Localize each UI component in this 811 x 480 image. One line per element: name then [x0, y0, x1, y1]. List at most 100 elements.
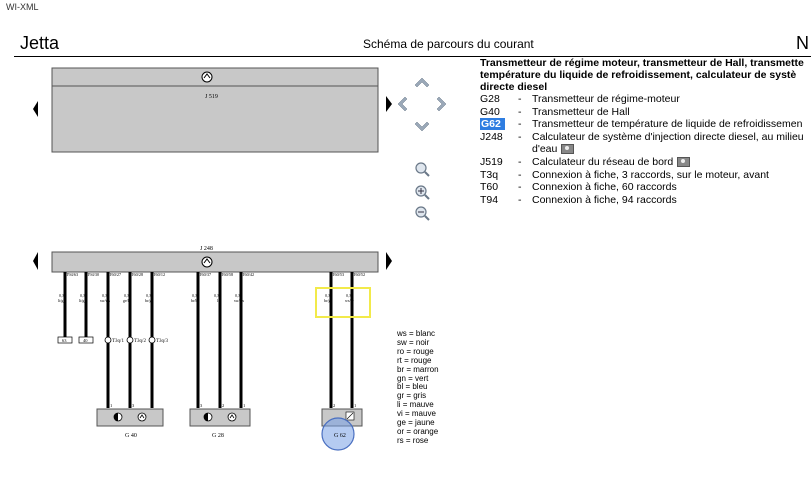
- connector-label: T60/28: [131, 272, 143, 277]
- legend-heading-3: directe diesel: [480, 81, 548, 93]
- legend-item[interactable]: G40-Transmetteur de Hall: [480, 106, 811, 119]
- svg-text:0,35: 0,35: [346, 293, 353, 299]
- page-right-arrow-icon[interactable]: [386, 96, 392, 112]
- legend-heading-2: température du liquide de refroidissemen…: [480, 69, 797, 81]
- legend-code: T94: [480, 193, 499, 206]
- legend-desc: Calculateur de système d'injection direc…: [532, 130, 804, 143]
- legend-desc: Transmetteur de régime-moteur: [532, 93, 680, 105]
- legend-desc: Transmetteur de température de liquide d…: [532, 118, 803, 130]
- highlight-box: [315, 287, 371, 318]
- legend-code-highlighted: G62: [480, 118, 505, 130]
- j519-module[interactable]: J 519: [51, 67, 379, 153]
- zoom-fit-icon[interactable]: [415, 162, 430, 177]
- color-key-item: sw = noir: [397, 337, 430, 347]
- legend-item-selected[interactable]: G62-Transmetteur de température de liqui…: [480, 118, 811, 131]
- color-key-item: ro = rouge: [397, 346, 434, 356]
- legend-desc: Transmetteur de Hall: [532, 105, 630, 118]
- ground-box[interactable]: 63: [57, 336, 73, 344]
- source-label: WI-XML: [6, 2, 39, 12]
- legend-code: G28: [480, 93, 500, 105]
- svg-text:ws/gr: ws/gr: [345, 298, 355, 303]
- g62-component[interactable]: G 62: [321, 408, 363, 451]
- svg-text:br/gr: br/gr: [324, 298, 332, 303]
- document-title: Schéma de parcours du courant: [363, 37, 534, 51]
- legend-item[interactable]: J519-Calculateur du réseau de bord: [480, 156, 811, 169]
- svg-text:li/ge: li/ge: [79, 298, 86, 303]
- component-label: G 62: [334, 433, 346, 439]
- svg-text:0,35: 0,35: [80, 293, 87, 299]
- connector-label: T94/30: [87, 272, 99, 277]
- svg-text:2: 2: [222, 403, 224, 408]
- legend-desc: Connexion à fiche, 94 raccords: [532, 193, 677, 206]
- color-key-item: li = mauve: [397, 400, 434, 410]
- nav-up-icon[interactable]: [414, 77, 430, 88]
- pin-labels: 1 3 3 2 1 2 1: [110, 403, 356, 408]
- g40-component[interactable]: G 40: [96, 408, 164, 439]
- connector-label: T60/52: [353, 272, 365, 277]
- legend-item[interactable]: J248-Calculateur de système d'injection …: [480, 131, 811, 144]
- zoom-out-icon[interactable]: [415, 206, 430, 221]
- color-key-item: or = orange: [397, 426, 439, 436]
- svg-text:0,35: 0,35: [214, 293, 221, 299]
- svg-text:0,35: 0,35: [235, 293, 242, 299]
- connector-label: T60/12: [153, 272, 165, 277]
- t3q-connectors: T3q/1 T3q/2 T3q/3: [104, 336, 168, 344]
- svg-text:3: 3: [132, 403, 135, 408]
- connector-label: T60/37: [199, 272, 211, 277]
- svg-text:br/bl: br/bl: [191, 298, 199, 303]
- svg-text:ge/li: ge/li: [123, 298, 131, 303]
- color-key: ws = blanc sw = noir ro = rouge rt = rou…: [397, 329, 439, 446]
- color-key-item: bl = bleu: [397, 382, 428, 392]
- legend-desc: Calculateur du réseau de bord: [532, 156, 674, 168]
- svg-text:0,35: 0,35: [192, 293, 199, 299]
- color-key-item: ge = jaune: [397, 418, 435, 428]
- connector-label: T60/27: [109, 272, 121, 277]
- svg-text:T3q/3: T3q/3: [156, 339, 168, 344]
- svg-text:2: 2: [333, 403, 335, 408]
- camera-icon[interactable]: [561, 144, 575, 155]
- legend-desc-cont: d'eau: [532, 143, 558, 155]
- nav-left-icon[interactable]: [397, 96, 408, 112]
- svg-text:T3q/2: T3q/2: [134, 339, 146, 344]
- g28-component[interactable]: G 28: [189, 408, 251, 439]
- nav-down-icon[interactable]: [414, 121, 430, 132]
- svg-text:40: 40: [83, 338, 88, 343]
- svg-text:li/ge: li/ge: [58, 298, 65, 303]
- page-right-arrow-icon[interactable]: [386, 252, 392, 270]
- header-divider: [14, 56, 811, 57]
- color-key-item: br = marron: [397, 364, 439, 374]
- color-key-item: gr = gris: [397, 391, 427, 401]
- page-left-arrow-icon[interactable]: [33, 252, 38, 270]
- connector-label: T60/58: [221, 272, 233, 277]
- j248-module[interactable]: J 248: [51, 246, 379, 273]
- page-label: N: [796, 33, 809, 53]
- svg-text:0,35: 0,35: [124, 293, 131, 299]
- legend-heading-1: Transmetteur de régime moteur, transmett…: [480, 57, 804, 69]
- svg-text:63: 63: [62, 338, 67, 343]
- page-left-arrow-icon[interactable]: [33, 101, 38, 117]
- legend-item[interactable]: G28-Transmetteur de régime-moteur: [480, 93, 811, 106]
- zoom-in-icon[interactable]: [415, 185, 430, 200]
- legend-item[interactable]: T60-Connexion à fiche, 60 raccords: [480, 181, 811, 194]
- svg-text:0,35: 0,35: [59, 293, 66, 299]
- svg-text:sw/ws: sw/ws: [234, 298, 244, 303]
- svg-text:T3q/1: T3q/1: [112, 339, 124, 344]
- legend-item[interactable]: T94-Connexion à fiche, 94 raccords: [480, 194, 811, 207]
- legend-item[interactable]: T3q-Connexion à fiche, 3 raccords, sur l…: [480, 169, 811, 182]
- legend-code: T60: [480, 181, 499, 193]
- component-label: G 40: [125, 433, 137, 439]
- nav-right-icon[interactable]: [436, 96, 447, 112]
- legend-desc: Connexion à fiche, 3 raccords, sur le mo…: [532, 168, 769, 181]
- camera-icon[interactable]: [677, 157, 691, 168]
- ground-box[interactable]: 40: [78, 336, 94, 344]
- j519-label: J 519: [205, 94, 218, 100]
- connector-label: T60/42: [242, 272, 254, 277]
- svg-text:0,35: 0,35: [102, 293, 109, 299]
- component-label: G 28: [212, 433, 224, 439]
- legend-desc: Connexion à fiche, 60 raccords: [532, 181, 677, 193]
- legend-code: T3q: [480, 168, 499, 181]
- color-key-item: rs = rose: [397, 435, 429, 445]
- j248-label: J 248: [200, 246, 213, 252]
- color-key-item: vi = mauve: [397, 409, 436, 419]
